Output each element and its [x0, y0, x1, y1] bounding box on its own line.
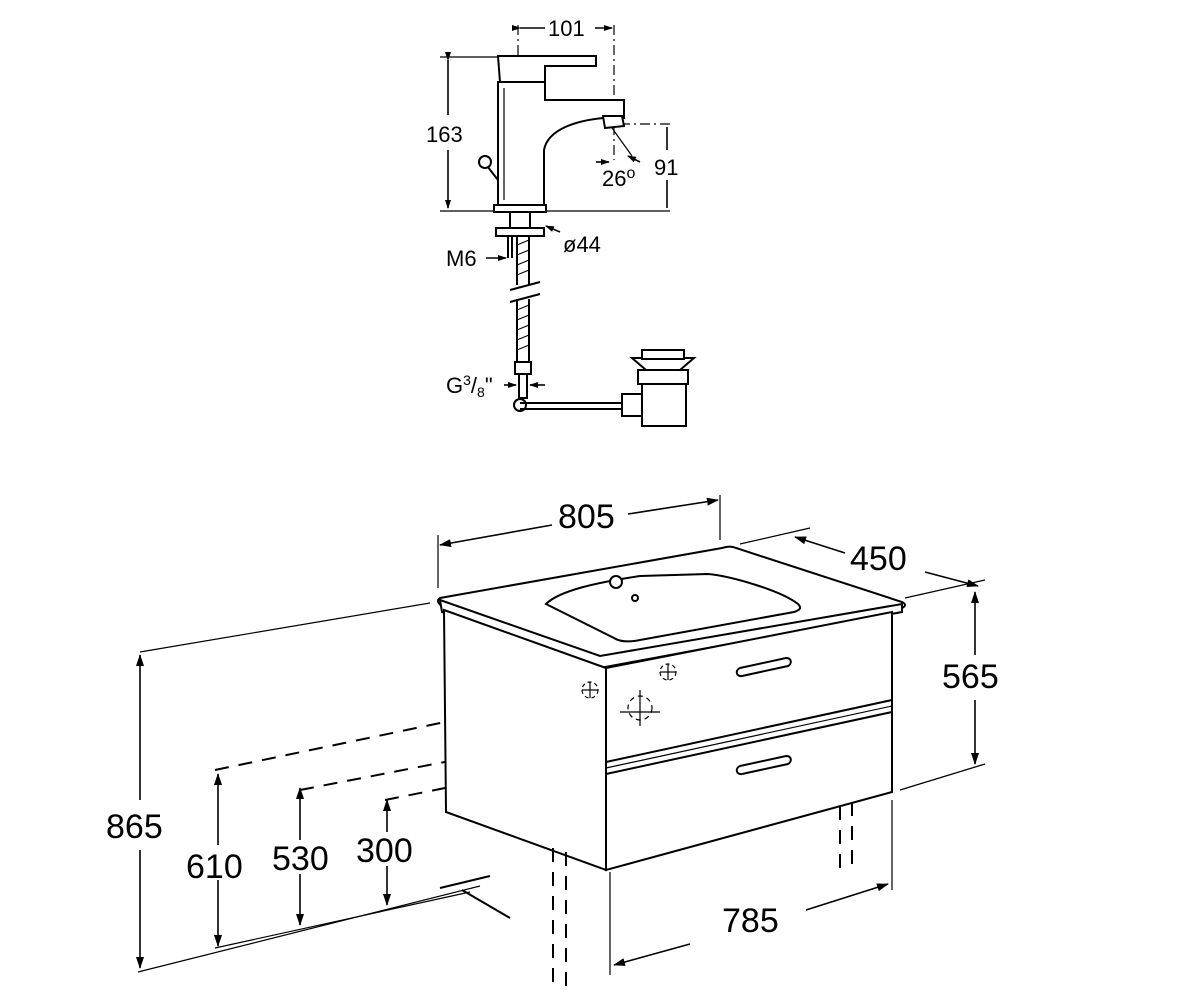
dim-cabinet-height: 565	[942, 658, 999, 696]
faucet-dimensions: 101 163 91 26o ø44 M6 G3/8"	[426, 16, 678, 400]
dim-spout-height: 91	[654, 155, 678, 180]
dim-base-diameter: ø44	[563, 232, 601, 257]
dim-spout-angle: 26o	[602, 165, 635, 191]
dim-height-530: 530	[272, 840, 329, 878]
dim-depth: 450	[850, 540, 907, 578]
faucet-drawing	[440, 25, 697, 427]
dim-height-300: 300	[356, 832, 413, 870]
dim-rod-thread: M6	[446, 246, 477, 271]
dim-bottom-width: 785	[722, 902, 779, 940]
dim-faucet-height: 163	[426, 122, 463, 147]
cabinet-drawing	[139, 545, 906, 988]
dim-connection-thread: G3/8"	[446, 372, 493, 400]
dim-top-width: 805	[558, 498, 615, 536]
dim-total-height: 865	[106, 808, 163, 846]
cabinet-dimensions: 805 450 565 865 610 530 300	[106, 495, 999, 975]
dim-height-610: 610	[186, 848, 243, 886]
dim-spout-reach: 101	[548, 16, 585, 41]
